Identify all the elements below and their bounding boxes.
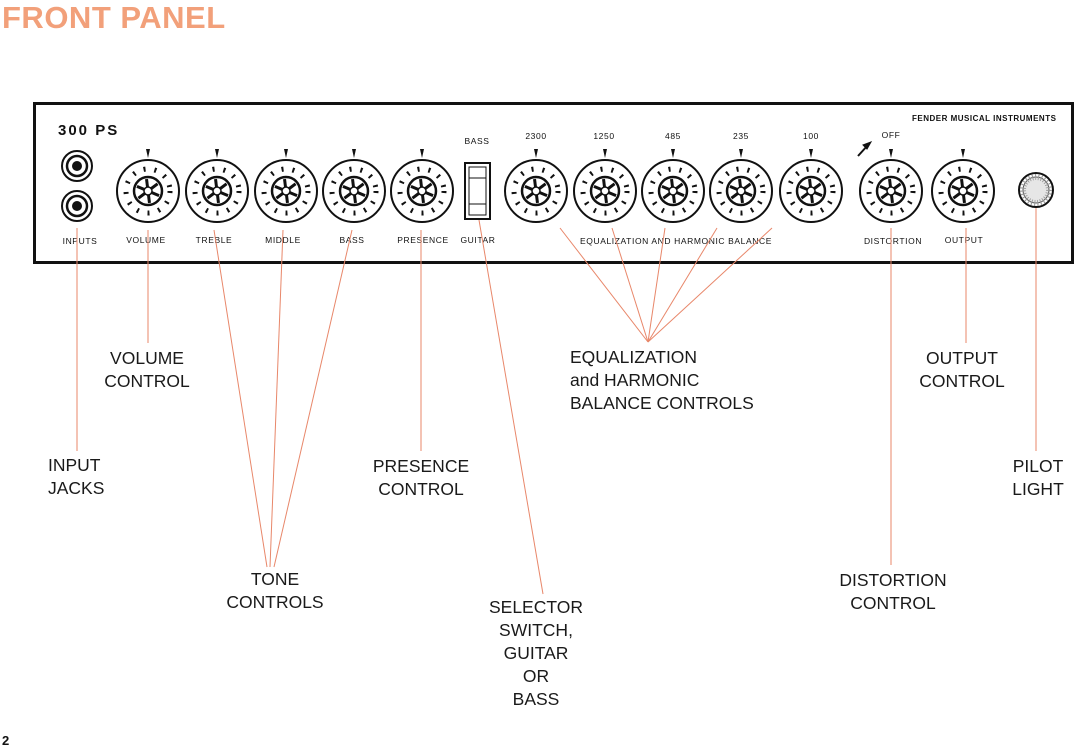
eq-485-knob-icon [641,149,705,223]
eq-label: EQUALIZATION AND HARMONIC BALANCE [579,236,773,246]
presence-label: PRESENCE [397,235,449,245]
distortion-knob-icon [859,149,923,223]
leader-eq-2300 [559,227,649,343]
leader-lines [76,206,1037,595]
eq-freq-485: 485 [665,131,681,141]
treble-knob-icon [185,149,249,223]
pilot-light-icon [1018,172,1054,208]
output-label: OUTPUT [944,235,984,245]
leader-eq-100 [647,227,773,343]
bass-label: BASS [339,235,365,245]
leader-treble [213,229,268,568]
model-name: 300 PS [58,122,120,139]
eq-1250-knob-icon [573,149,637,223]
page-number: 2 [2,733,10,748]
distortion-label: DISTORTION [863,236,923,246]
eq-freq-235: 235 [733,131,749,141]
page-title: FRONT PANEL [2,0,226,35]
output-knob-icon [931,149,995,223]
off-label: OFF [881,130,901,140]
bass-knob-icon [322,149,386,223]
selector-switch-icon [464,162,491,220]
eq-freq-100: 100 [803,131,819,141]
leader-eq-485 [647,227,666,343]
leader-eq-235 [647,227,718,343]
input-jack-icon [61,150,93,182]
eq-235-knob-icon [709,149,773,223]
presence-knob-icon [390,149,454,223]
eq-freq-2300: 2300 [525,131,547,141]
brand-name: FENDER MUSICAL INSTRUMENTS [912,114,1057,123]
leader-eq-1250 [611,227,649,343]
middle-knob-icon [254,149,318,223]
eq-freq-1250: 1250 [593,131,615,141]
volume-label: VOLUME [126,235,166,245]
leader-bass [273,229,353,568]
input-jack-icon [61,190,93,222]
leader-selector [478,219,544,595]
inputs-label: INPUTS [62,236,98,246]
leader-middle [269,229,284,568]
volume-knob-icon [116,149,180,223]
treble-label: TREBLE [195,235,233,245]
eq-2300-knob-icon [504,149,568,223]
off-arrow-icon [857,141,873,157]
switch-bass-label: BASS [464,136,490,146]
guitar-label: GUITAR [460,235,496,245]
eq-100-knob-icon [779,149,843,223]
